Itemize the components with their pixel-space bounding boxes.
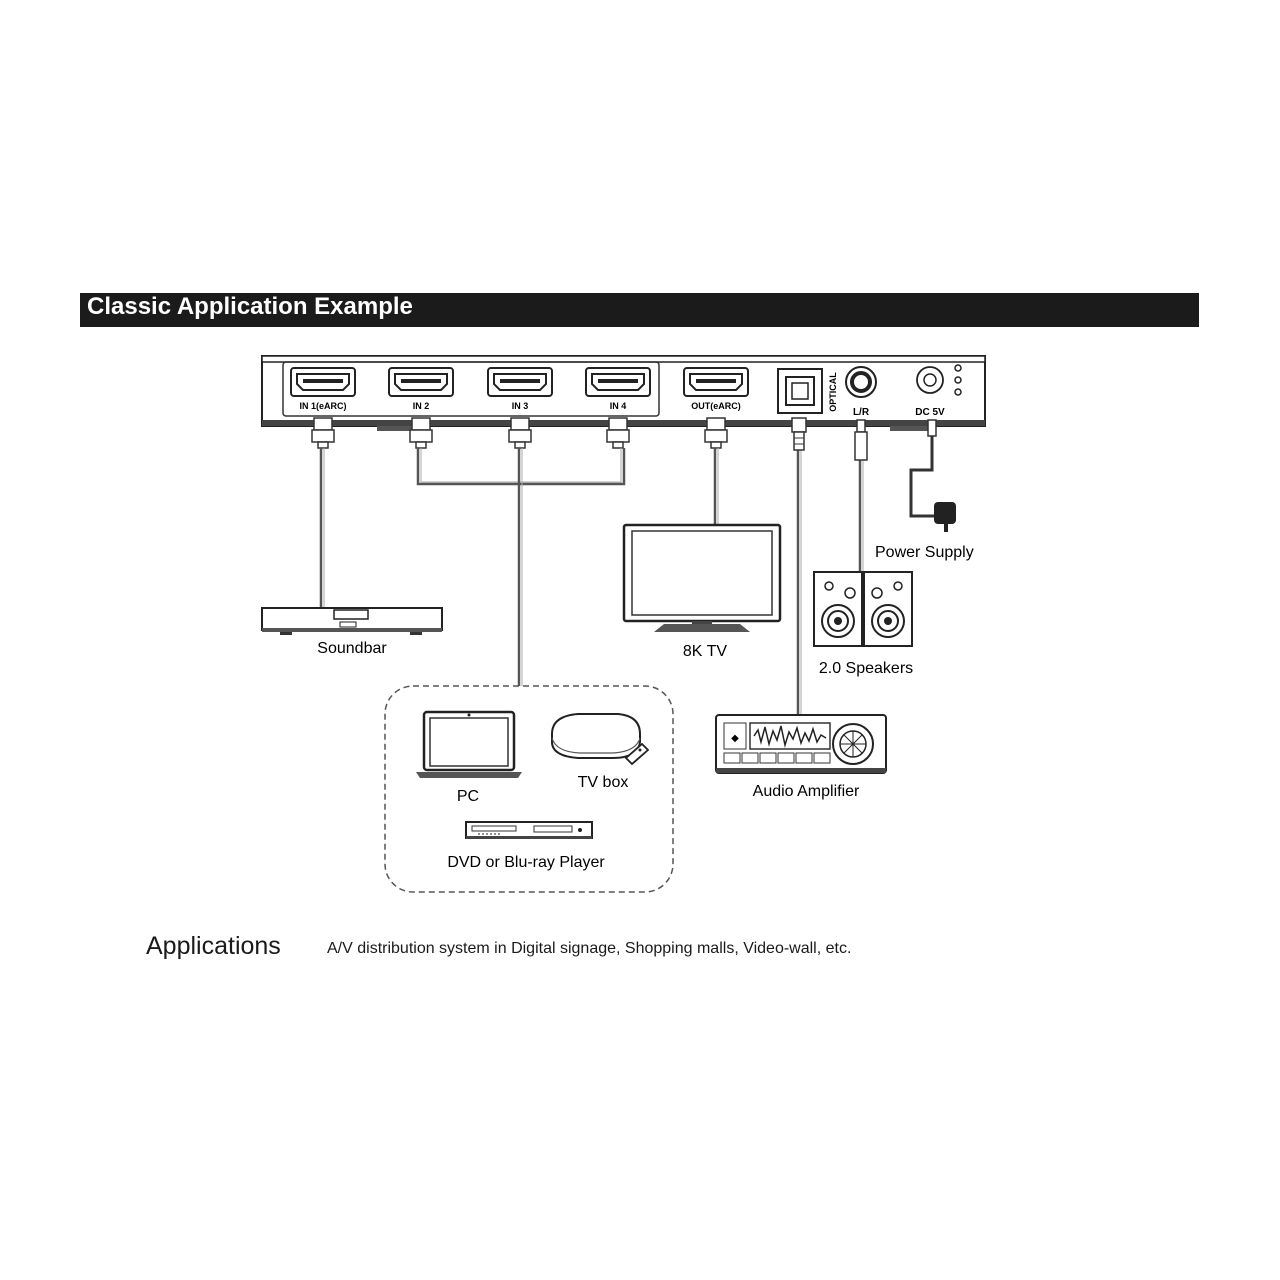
svg-text:◆: ◆: [731, 733, 739, 744]
device-label-dvd: DVD or Blu-ray Player: [447, 854, 605, 871]
laptop-icon: [416, 710, 522, 778]
tv-icon: [622, 523, 782, 632]
hdmi-plug-in1-icon: [311, 417, 335, 449]
optical-port-icon: [777, 368, 823, 414]
dc-plug-icon: [927, 419, 937, 437]
applications-text: A/V distribution system in Digital signa…: [327, 940, 852, 957]
tv-box-icon: [551, 713, 650, 766]
port-label-in3: IN 3: [512, 401, 529, 411]
port-label-in2: IN 2: [413, 401, 430, 411]
device-label-tv: 8K TV: [683, 643, 728, 660]
section-header-bar: Classic Application Example: [80, 293, 1199, 327]
dc-power-jack-icon: [916, 364, 962, 396]
dvd-player-icon: [465, 821, 593, 839]
hdmi-in3-port-icon: [487, 367, 553, 397]
hdmi-in4-port-icon: [585, 367, 651, 397]
source-devices-group: [384, 685, 674, 893]
device-label-pc: PC: [457, 788, 479, 805]
power-adapter-icon: [934, 502, 956, 532]
hdmi-plug-out-icon: [704, 417, 728, 449]
hdmi-in1-port-icon: [290, 367, 356, 397]
port-label-optical: OPTICAL: [828, 372, 838, 412]
audio-amplifier-icon: ◆: [715, 714, 887, 774]
hdmi-out-port-icon: [683, 367, 749, 397]
device-label-speakers: 2.0 Speakers: [819, 660, 913, 677]
device-label-tv-box: TV box: [578, 774, 629, 791]
port-label-in1: IN 1(eARC): [299, 401, 346, 411]
audio-jack-icon: [845, 366, 877, 398]
hdmi-plug-in3-icon: [508, 417, 532, 449]
soundbar-icon: [261, 607, 443, 635]
speakers-icon: [813, 571, 913, 647]
cables: [319, 434, 944, 715]
port-label-dc: DC 5V: [915, 407, 945, 418]
applications-heading: Applications: [146, 932, 281, 960]
device-label-soundbar: Soundbar: [317, 640, 387, 657]
hdmi-plug-in4-icon: [606, 417, 630, 449]
port-label-out: OUT(eARC): [691, 401, 741, 411]
hdmi-plug-in2-icon: [409, 417, 433, 449]
device-label-power-supply: Power Supply: [875, 544, 974, 561]
port-label-in4: IN 4: [610, 401, 627, 411]
hdmi-in2-port-icon: [388, 367, 454, 397]
audio-plug-icon: [854, 419, 868, 461]
port-label-lr: L/R: [853, 407, 870, 418]
optical-plug-icon: [791, 417, 807, 451]
section-title: Classic Application Example: [87, 293, 413, 320]
device-label-amplifier: Audio Amplifier: [753, 783, 860, 800]
